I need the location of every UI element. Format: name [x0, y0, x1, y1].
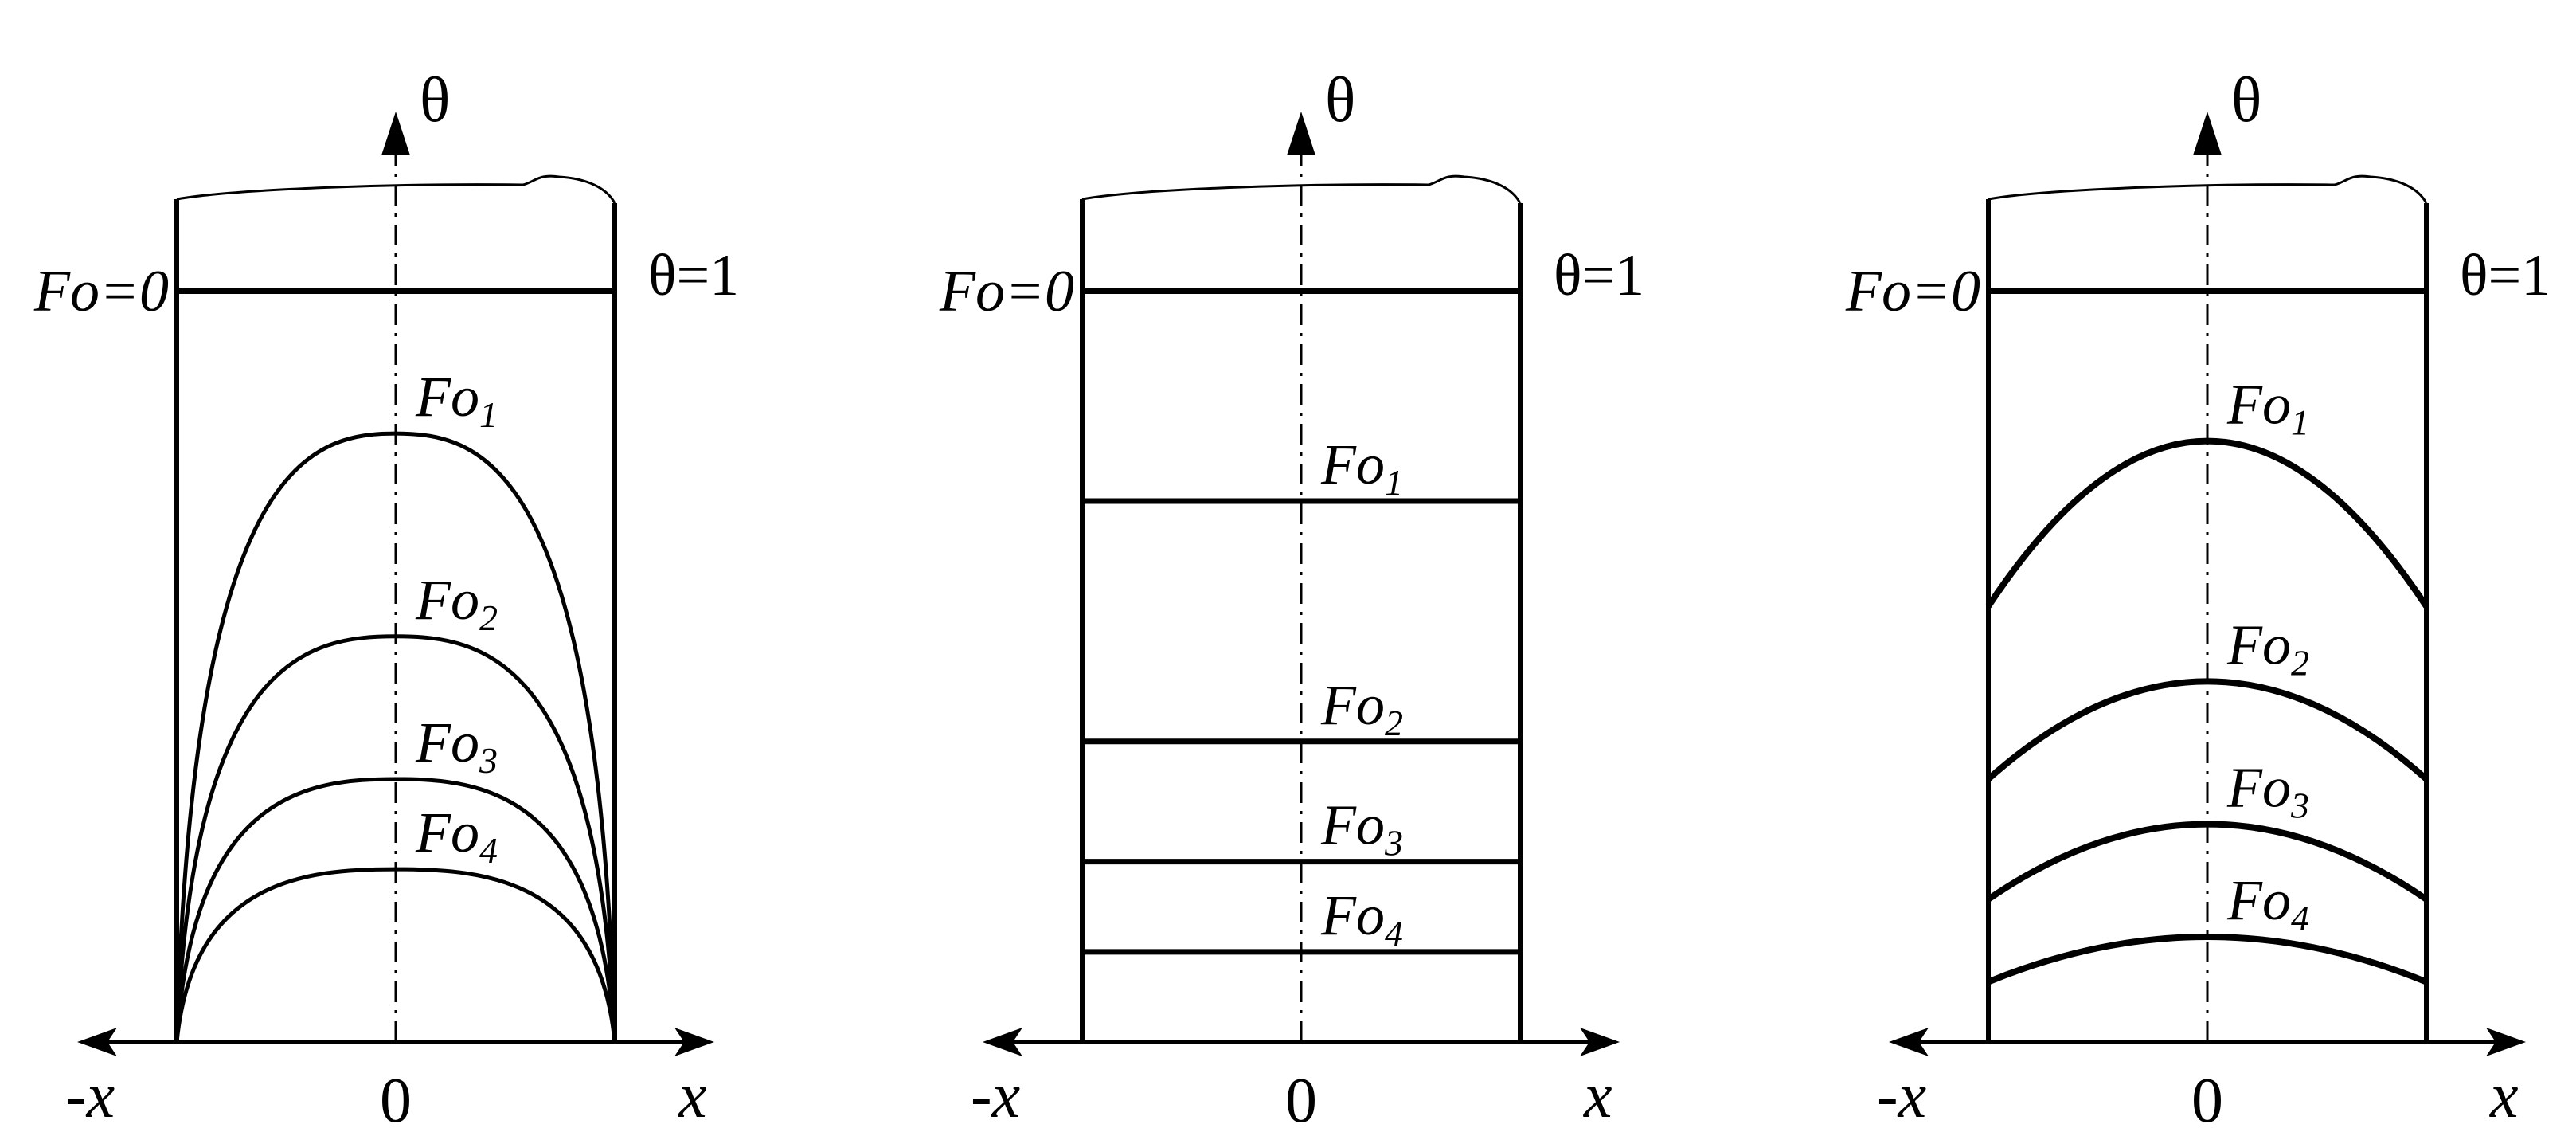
profile-label-fo-4: Fo4	[415, 801, 498, 871]
x-negative-label: -x	[65, 1061, 115, 1128]
profile-label-fo-2: Fo2	[1320, 673, 1403, 743]
profile-label-fo-3: Fo3	[2226, 756, 2309, 826]
initial-condition-label: Fo=0	[1845, 259, 1980, 324]
profile-label-fo-1: Fo1	[1320, 433, 1403, 503]
profile-label-fo-2: Fo2	[415, 568, 498, 638]
origin-label: 0	[2191, 1066, 2223, 1128]
origin-label: 0	[380, 1066, 412, 1128]
x-negative-label: -x	[1877, 1061, 1926, 1128]
profile-curve-fo-2	[1986, 678, 2429, 781]
initial-condition-label: Fo=0	[33, 259, 169, 324]
surface-condition-label: θ=1	[1554, 243, 1644, 308]
profile-curve-fo-3	[1986, 821, 2429, 903]
theta-axis-label: θ	[1325, 65, 1355, 135]
initial-condition-label: Fo=0	[939, 259, 1074, 324]
slab-top-break-line	[1081, 174, 1522, 204]
profile-label-fo-3: Fo3	[1320, 793, 1403, 864]
profile-curve-fo-3	[174, 777, 617, 1043]
theta-axis-label: θ	[420, 65, 450, 135]
x-axis-arrow-left	[983, 1028, 1022, 1056]
origin-label: 0	[1285, 1066, 1317, 1128]
x-axis-arrow-left	[77, 1028, 117, 1056]
theta-axis-label: θ	[2231, 65, 2261, 135]
profile-label-fo-4: Fo4	[1320, 883, 1403, 954]
profile-label-fo-1: Fo1	[2226, 373, 2309, 443]
x-axis-arrow-right	[2486, 1028, 2526, 1056]
theta-axis-arrow	[1287, 112, 1315, 155]
profile-curve-fo-4	[1987, 934, 2428, 985]
profile-label-fo-3: Fo3	[415, 711, 498, 781]
profile-curve-fo-2	[174, 634, 617, 1043]
profile-label-fo-1: Fo1	[415, 365, 498, 435]
profile-label-fo-4: Fo4	[2226, 868, 2309, 938]
profile-curve-fo-1	[174, 431, 617, 1043]
theta-axis-arrow	[381, 112, 410, 155]
x-axis-arrow-left	[1889, 1028, 1929, 1056]
x-axis-arrow-right	[1580, 1028, 1620, 1056]
x-negative-label: -x	[971, 1061, 1020, 1128]
profile-curve-fo-4	[174, 867, 617, 1043]
profile-label-fo-2: Fo2	[2226, 613, 2309, 683]
profile-curve-fo-1	[1985, 437, 2429, 609]
theta-axis-arrow	[2193, 112, 2222, 155]
slab-top-break-line	[1988, 174, 2428, 204]
x-positive-label: x	[678, 1061, 707, 1128]
x-positive-label: x	[1583, 1061, 1612, 1128]
surface-condition-label: θ=1	[2460, 243, 2551, 308]
surface-condition-label: θ=1	[648, 243, 739, 308]
x-positive-label: x	[2489, 1061, 2519, 1128]
x-axis-arrow-right	[674, 1028, 714, 1056]
slab-top-break-line	[176, 174, 616, 204]
